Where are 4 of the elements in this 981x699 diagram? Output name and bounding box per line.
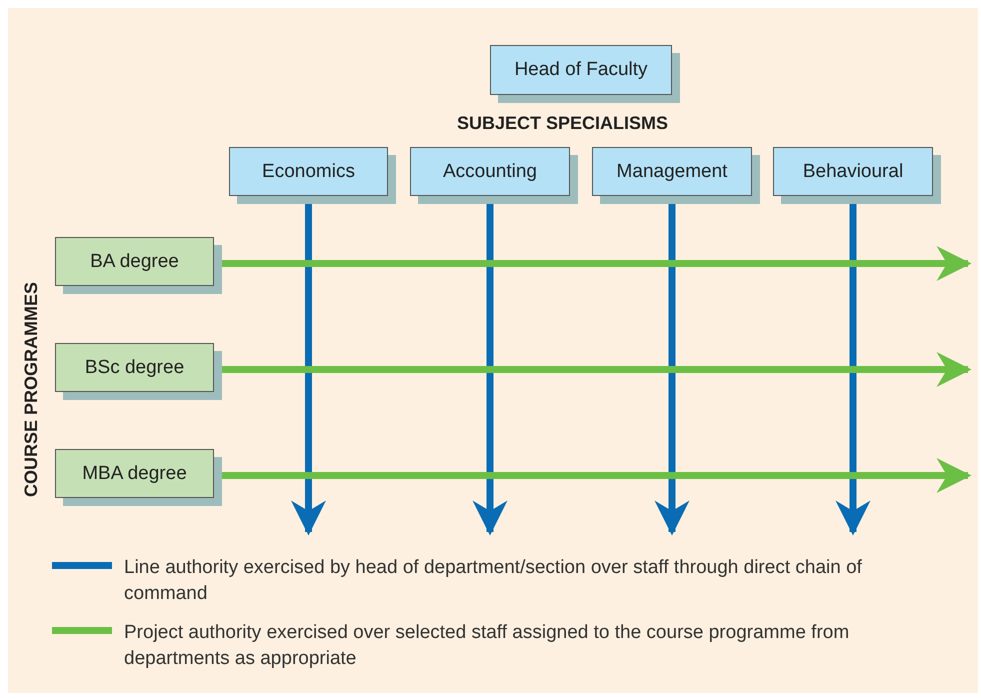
legend-text: Line authority exercised by head of department/section over staff through direct chain of command	[124, 556, 863, 606]
column-heading: SUBJECT SPECIALISMS	[457, 113, 668, 134]
legend-text: Project authority exercised over selected staff assigned to the course programme from departments as appropriate	[124, 621, 850, 671]
row-heading: COURSE PROGRAMMES	[21, 282, 42, 497]
